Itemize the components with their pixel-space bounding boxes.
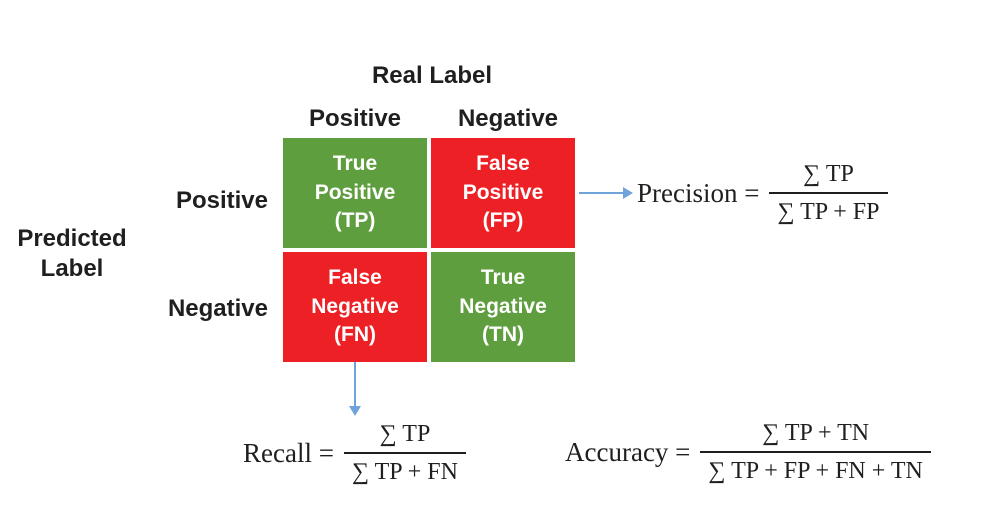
cell-text: True [332,152,378,176]
real-label-title: Real Label [371,62,493,89]
precision-fraction: ∑ TP ∑ TP + FP [769,159,888,227]
cell-text: True [480,266,526,290]
recall-arrow-icon [349,362,361,418]
row-label-positive: Positive [175,187,268,214]
cell-text: Positive [314,180,396,204]
precision-formula: Precision = ∑ TP ∑ TP + FP [637,159,888,227]
cell-text: Negative [311,294,399,318]
accuracy-denominator: ∑ TP + FP + FN + TN [700,451,931,486]
predicted-label-title: Predicted Label [6,224,138,284]
arrow-shaft [354,362,356,406]
col-header-negative: Negative [457,105,559,132]
cell-text: False [328,266,382,290]
accuracy-numerator: ∑ TP + TN [762,420,870,446]
cell-text: Negative [459,294,547,318]
cell-true-positive: True Positive (TP) [283,138,427,248]
recall-formula: Recall = ∑ TP ∑ TP + FN [243,419,466,487]
arrow-head-right-icon [623,187,633,199]
cell-text: (TP) [334,209,376,233]
precision-denominator: ∑ TP + FP [769,192,888,227]
row-label-negative: Negative [167,295,268,322]
recall-numerator: ∑ TP [379,421,431,447]
precision-numerator: ∑ TP [803,161,854,187]
cell-text: Positive [462,180,544,204]
accuracy-formula: Accuracy = ∑ TP + TN ∑ TP + FP + FN + TN [565,418,931,486]
confusion-matrix: True Positive (TP) False Positive (FP) F… [283,138,575,362]
cell-true-negative: True Negative (TN) [431,252,575,362]
cell-text: (FN) [334,323,376,347]
accuracy-formula-label: Accuracy = [565,436,691,467]
cell-text: (FP) [482,209,524,233]
cell-false-positive: False Positive (FP) [431,138,575,248]
recall-denominator: ∑ TP + FN [343,452,466,487]
precision-formula-label: Precision = [637,177,760,208]
recall-fraction: ∑ TP ∑ TP + FN [343,419,466,487]
cell-false-negative: False Negative (FN) [283,252,427,362]
arrow-head-down-icon [349,406,361,416]
precision-arrow-icon [579,187,633,199]
predicted-label-line1: Predicted [17,225,127,252]
arrow-shaft [579,192,623,194]
predicted-label-line2: Label [40,255,104,282]
recall-formula-label: Recall = [243,437,334,468]
cell-text: (TN) [482,323,524,347]
accuracy-fraction: ∑ TP + TN ∑ TP + FP + FN + TN [700,418,931,486]
cell-text: False [476,152,530,176]
col-header-positive: Positive [308,105,402,132]
